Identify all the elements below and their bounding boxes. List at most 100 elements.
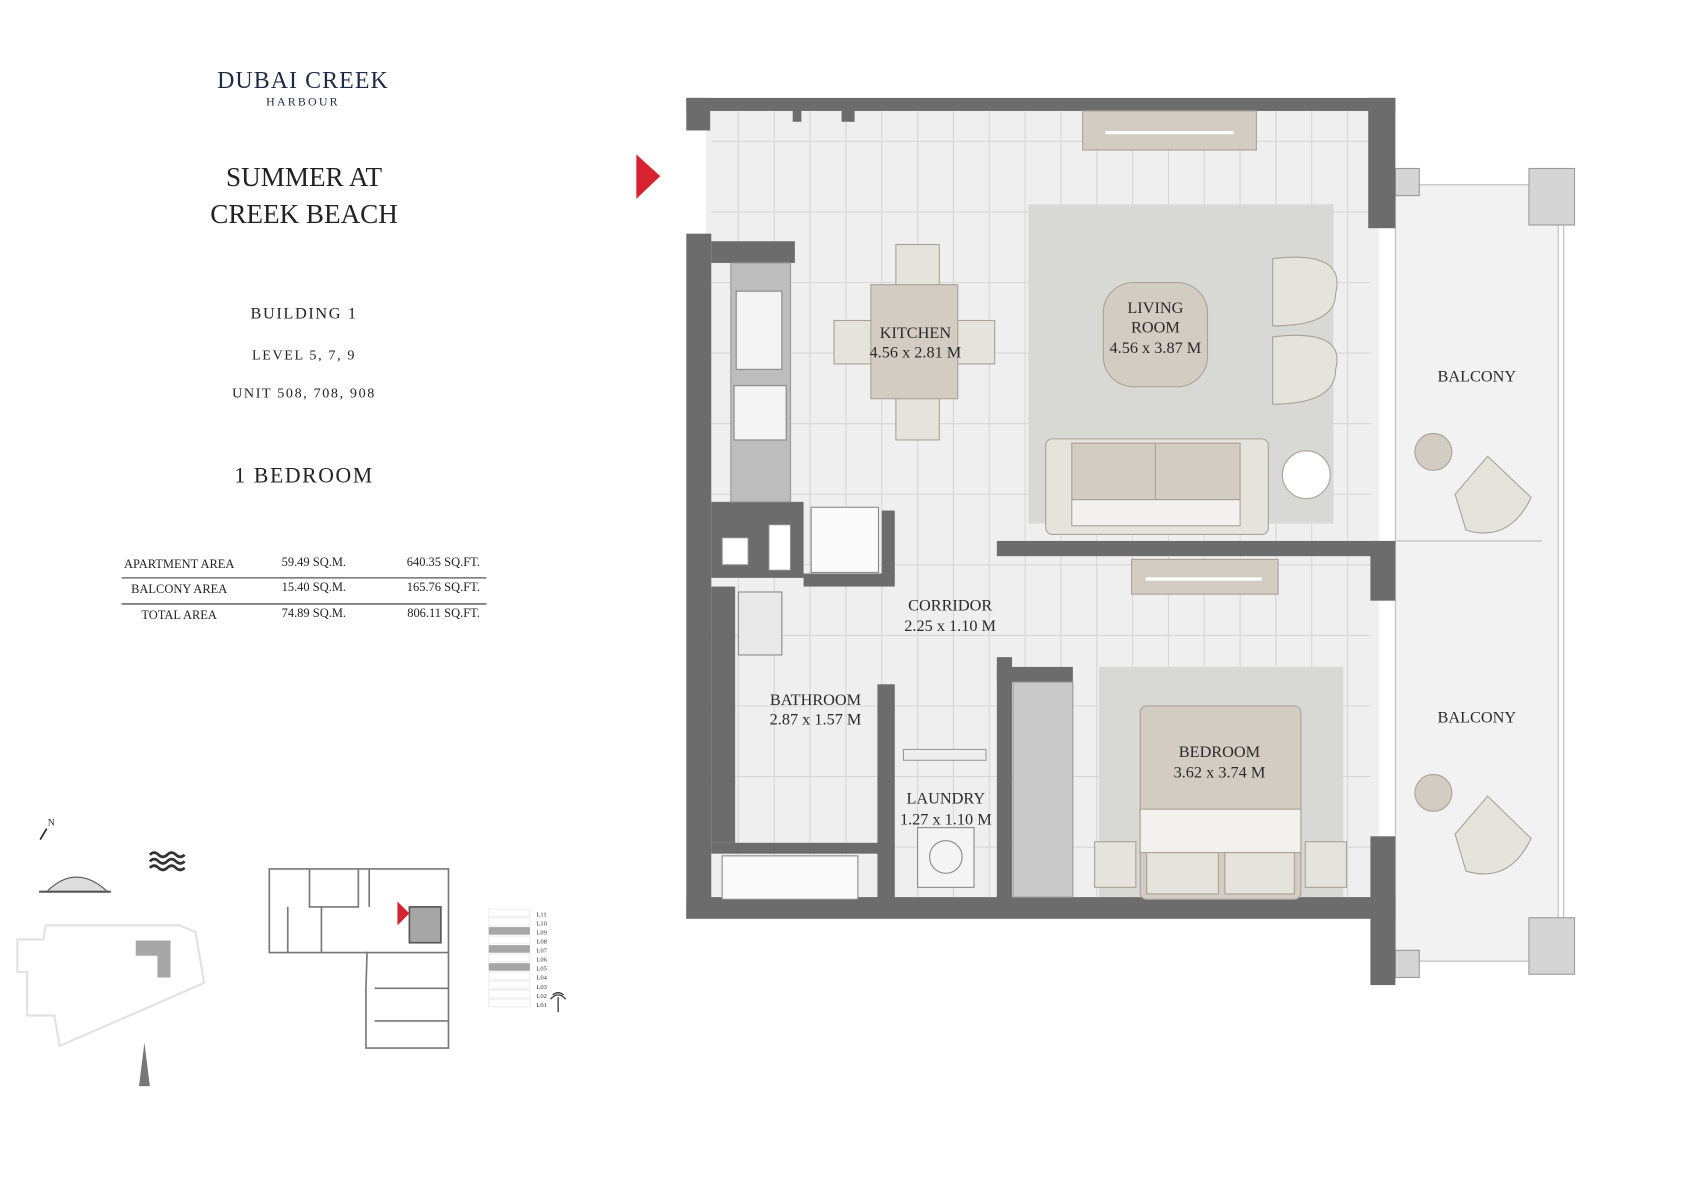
room-dimensions: 4.56 x 3.87 M bbox=[1110, 338, 1202, 357]
room-name: LAUNDRY bbox=[907, 789, 986, 808]
balcony-chair bbox=[1454, 455, 1532, 534]
room-dimensions: 2.25 x 1.10 M bbox=[904, 616, 996, 635]
room-name: LIVING bbox=[1127, 298, 1183, 317]
area-table: APARTMENT AREA 59.49 SQ.M. 640.35 SQ.FT.… bbox=[121, 555, 487, 622]
room-name: BEDROOM bbox=[1179, 742, 1260, 761]
area-sqft: 165.76 SQ.FT. bbox=[407, 580, 480, 594]
balcony-table bbox=[1414, 773, 1453, 812]
room-label-balcony: BALCONY bbox=[1438, 707, 1517, 726]
site-key: N bbox=[16, 817, 206, 1087]
room-label-living: LIVING ROOM 4.56 x 3.87 M bbox=[1110, 298, 1202, 357]
level-label: LEVEL 5, 7, 9 bbox=[252, 348, 356, 364]
room-label-balcony: BALCONY bbox=[1438, 366, 1517, 385]
room-label-bedroom: BEDROOM 3.62 x 3.74 M bbox=[1174, 742, 1266, 782]
balcony-table bbox=[1414, 432, 1453, 471]
level-bar bbox=[488, 989, 531, 999]
level-bar bbox=[488, 963, 530, 971]
level-label: L11 bbox=[536, 912, 546, 919]
area-sqft: 806.11 SQ.FT. bbox=[407, 606, 480, 620]
room-dimensions: 3.62 x 3.74 M bbox=[1174, 763, 1266, 782]
nightstand bbox=[1304, 841, 1348, 888]
washer bbox=[917, 827, 975, 888]
room-name: BATHROOM bbox=[770, 690, 861, 709]
room-dimensions: 4.56 x 2.81 M bbox=[870, 342, 962, 361]
area-sqft: 640.35 SQ.FT. bbox=[407, 555, 480, 569]
armchairs bbox=[1272, 256, 1338, 405]
level-bar bbox=[488, 935, 531, 945]
level-label: L06 bbox=[536, 957, 547, 964]
compass-north: N bbox=[48, 817, 55, 828]
level-label: L09 bbox=[536, 930, 546, 937]
level-bar bbox=[488, 908, 531, 918]
level-bar bbox=[488, 971, 531, 981]
water-waves-icon bbox=[148, 851, 186, 872]
side-table bbox=[1281, 450, 1331, 500]
bed bbox=[1139, 705, 1302, 900]
level-label: L02 bbox=[536, 993, 546, 1000]
project-title-line1: SUMMER AT bbox=[226, 162, 382, 192]
level-label: L10 bbox=[536, 921, 546, 928]
compass-icon bbox=[39, 828, 48, 840]
level-label: L03 bbox=[536, 984, 546, 991]
room-label-bathroom: BATHROOM 2.87 x 1.57 M bbox=[770, 690, 862, 729]
area-row: BALCONY AREA 15.40 SQ.M. 165.76 SQ.FT. bbox=[131, 580, 480, 596]
unit-type: 1 BEDROOM bbox=[234, 463, 373, 487]
room-dimensions: 1.27 x 1.10 M bbox=[900, 809, 992, 828]
info-panel: DUBAI CREEK HARBOUR SUMMER AT CREEK BEAC… bbox=[121, 68, 487, 622]
room-name: KITCHEN bbox=[880, 323, 952, 342]
building-label: BUILDING 1 bbox=[251, 303, 358, 322]
level-label: L07 bbox=[536, 948, 547, 955]
room-dimensions: 2.87 x 1.57 M bbox=[770, 709, 862, 728]
area-row: TOTAL AREA 74.89 SQ.M. 806.11 SQ.FT. bbox=[141, 606, 480, 622]
sink-icon bbox=[735, 290, 783, 370]
area-label: BALCONY AREA bbox=[131, 582, 227, 596]
area-sqm: 15.40 SQ.M. bbox=[282, 580, 346, 594]
room-name: ROOM bbox=[1131, 317, 1180, 336]
wardrobe bbox=[1012, 681, 1074, 898]
coffee-table bbox=[1102, 281, 1209, 388]
floor-plan: KITCHEN 4.56 x 2.81 M LIVING ROOM 4.56 x… bbox=[686, 97, 1576, 986]
level-bar bbox=[488, 998, 531, 1008]
brand-logo-sub: HARBOUR bbox=[266, 95, 340, 109]
project-title-line2: CREEK BEACH bbox=[210, 199, 398, 229]
room-name: CORRIDOR bbox=[908, 595, 992, 614]
walls bbox=[686, 97, 1396, 986]
level-label: L01 bbox=[536, 1002, 546, 1009]
bedroom-wardrobe-top bbox=[1130, 558, 1279, 595]
room-label-laundry: LAUNDRY 1.27 x 1.10 M bbox=[900, 789, 992, 829]
level-bar bbox=[488, 980, 531, 990]
vanity bbox=[737, 591, 783, 656]
area-sqm: 74.89 SQ.M. bbox=[282, 606, 346, 620]
room-label-kitchen: KITCHEN 4.56 x 2.81 M bbox=[870, 323, 962, 362]
unit-label: UNIT 508, 708, 908 bbox=[232, 386, 376, 402]
dining-table bbox=[833, 243, 996, 441]
area-row: APARTMENT AREA 59.49 SQ.M. 640.35 SQ.FT. bbox=[124, 555, 480, 571]
unit-highlight bbox=[408, 906, 442, 944]
level-label: L04 bbox=[536, 975, 547, 982]
level-label: L05 bbox=[536, 966, 546, 973]
bridge-icon bbox=[39, 876, 111, 893]
site-outline bbox=[16, 924, 206, 1048]
key-plan bbox=[268, 868, 450, 1049]
tv-unit bbox=[1082, 110, 1257, 151]
balcony-chair bbox=[1454, 795, 1532, 875]
level-label: L08 bbox=[536, 939, 546, 946]
level-bar bbox=[488, 953, 531, 963]
level-bar bbox=[488, 927, 530, 935]
sofa bbox=[1045, 438, 1269, 535]
palm-tree-icon bbox=[550, 992, 567, 1013]
level-bar bbox=[488, 917, 531, 927]
unit-marker-icon bbox=[397, 901, 410, 926]
brand-logo: DUBAI CREEK bbox=[217, 68, 389, 94]
building-location bbox=[135, 940, 171, 978]
area-label: APARTMENT AREA bbox=[124, 557, 234, 571]
room-label-corridor: CORRIDOR 2.25 x 1.10 M bbox=[904, 595, 996, 635]
area-sqm: 59.49 SQ.M. bbox=[282, 555, 346, 569]
area-label: TOTAL AREA bbox=[141, 608, 217, 622]
cooktop-icon bbox=[733, 385, 787, 441]
level-bar bbox=[488, 945, 530, 953]
nightstand bbox=[1094, 841, 1137, 888]
entry-marker-icon bbox=[636, 154, 661, 199]
